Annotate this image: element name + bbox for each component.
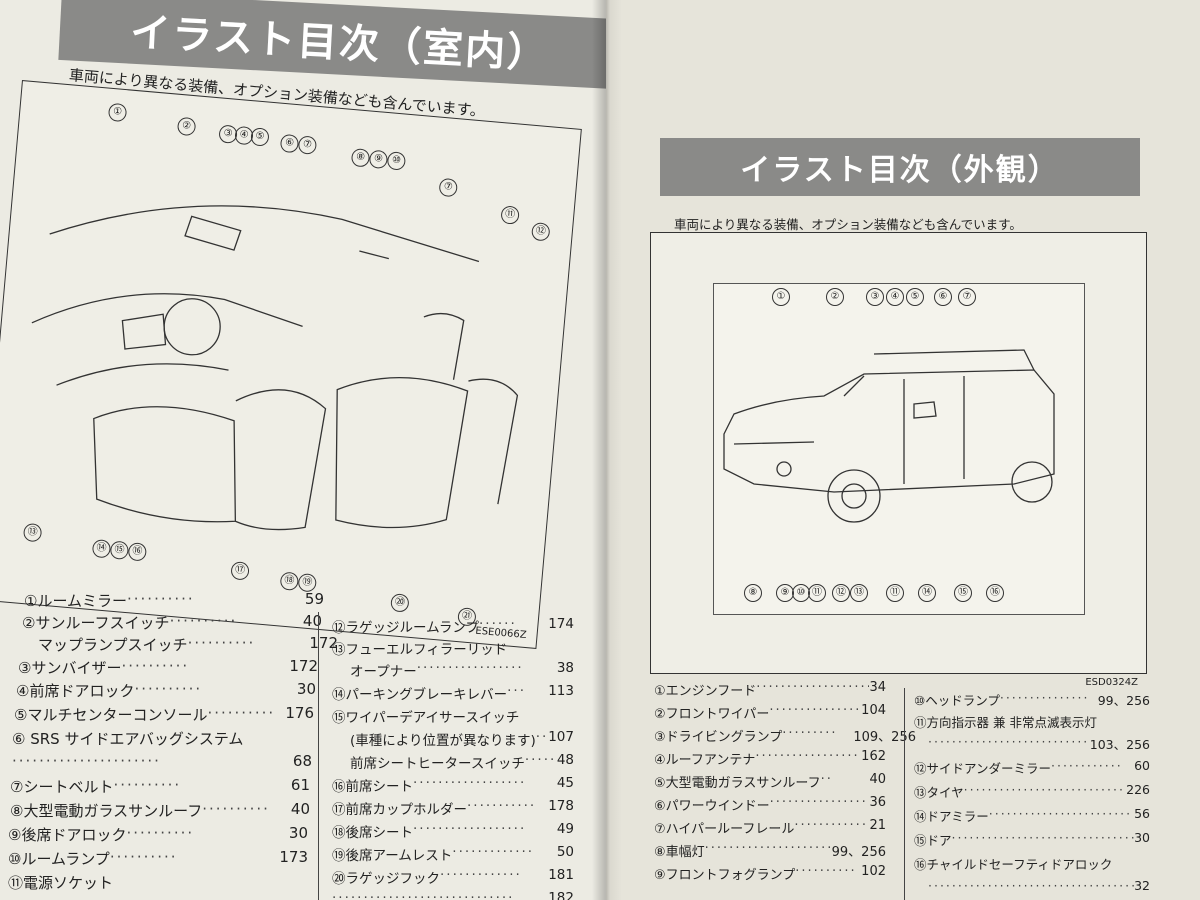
list-item: ⑰前席カップホルダー···········178 — [332, 798, 574, 818]
list-item: ⑩ヘッドランプ···············99、256 — [914, 690, 1150, 709]
callout-marker: ③ — [866, 288, 884, 306]
list-item: ⑭ドアミラー························56 — [914, 806, 1150, 825]
callout-marker: ⑬ — [850, 584, 868, 602]
list-item: ①ルームミラー··········59 — [24, 590, 324, 611]
list-item: ④ルーフアンテナ······················162 — [654, 749, 886, 768]
list-item: ⑤マルチセンターコンソール··········176 — [14, 704, 314, 725]
list-item: ⑯前席シート··················45 — [332, 775, 574, 795]
callout-marker: ① — [772, 288, 790, 306]
callout-marker: ④ — [886, 288, 904, 306]
exterior-illustration — [714, 284, 1084, 614]
equipment-note-right: 車両により異なる装備、オプション装備なども含んでいます。 — [674, 214, 1022, 233]
list-item: ⑦ハイパールーフレール············21 — [654, 818, 886, 837]
list-item: ②フロントワイパー······················104 — [654, 703, 886, 722]
list-item: ⑩ルームランプ··········173 — [8, 848, 308, 869]
page-title-exterior: イラスト目次（外観） — [660, 138, 1140, 196]
interior-illustration — [0, 81, 581, 628]
callout-marker: ⑦ — [958, 288, 976, 306]
list-item: ⑪方向指示器 兼 非常点滅表示灯 — [914, 712, 1150, 731]
list-item: ⑧車幅灯·························99、256 — [654, 841, 886, 860]
column-divider — [318, 612, 319, 900]
list-item: ····································32 — [928, 878, 1150, 893]
book-gutter-shadow — [592, 0, 622, 900]
right-page: イラスト目次（外観） 車両により異なる装備、オプション装備なども含んでいます。 — [606, 0, 1200, 900]
callout-marker: ⑯ — [986, 584, 1004, 602]
list-item: ······················68 — [12, 752, 312, 770]
list-item: ⑳ラゲッジフック·············181 — [332, 867, 574, 887]
list-item: ③ドライビングランプ·········109、256 — [654, 726, 916, 745]
list-item: ⑲後席アームレスト·············50 — [332, 844, 574, 864]
callout-marker: ⑧ — [744, 584, 762, 602]
list-item: ·······························103、256 — [928, 734, 1150, 753]
callout-marker: ⑭ — [918, 584, 936, 602]
list-item: ③サンバイザー··········172 — [18, 657, 318, 678]
list-item: ⑫サイドアンダーミラー············60 — [914, 758, 1150, 777]
callout-marker: ⑫ — [832, 584, 850, 602]
list-item: ⑮ワイパーデアイサースイッチ — [332, 706, 574, 726]
list-item: ⑪電源ソケット — [8, 872, 308, 893]
list-item: ⑦シートベルト··········61 — [10, 776, 310, 797]
illustration-code-right: ESD0324Z — [1085, 677, 1138, 688]
list-item: ⑬タイヤ······························226 — [914, 782, 1150, 801]
list-item: (車種により位置が異なります)··107 — [350, 729, 574, 749]
exterior-illustration-box: ① ② ③ ④ ⑤ ⑥ ⑦ ⑧ ⑨ ⑩ ⑪ ⑫ ⑬ ⑪ ⑭ ⑮ ⑯ — [713, 283, 1085, 615]
exterior-illustration-frame: ① ② ③ ④ ⑤ ⑥ ⑦ ⑧ ⑨ ⑩ ⑪ ⑫ ⑬ ⑪ ⑭ ⑮ ⑯ ESD032… — [650, 232, 1147, 674]
callout-marker: ⑥ — [934, 288, 952, 306]
callout-marker: ⑮ — [954, 584, 972, 602]
column-divider — [904, 688, 905, 900]
callout-marker: ⑪ — [808, 584, 826, 602]
list-item: ⑫ラゲッジルームランプ······174 — [332, 616, 574, 636]
interior-illustration-frame: ① ② ③ ④ ⑤ ⑥ ⑦ ⑧ ⑨ ⑩ ⑦ ⑪ ⑫ ⑬ ⑭ ⑮ ⑯ ⑰ ⑱ ⑲ … — [0, 80, 582, 649]
list-item: ·····························182 — [332, 890, 574, 900]
list-item: ⑯チャイルドセーフティドアロック — [914, 854, 1150, 873]
callout-marker: ⑤ — [906, 288, 924, 306]
list-item: オープナー·················38 — [350, 660, 574, 680]
callout-marker: ② — [826, 288, 844, 306]
list-item: ⑬フューエルフィラーリッド — [332, 638, 574, 658]
left-page: イラスト目次（室内） 車両により異なる装備、オプション装備なども含んでいます。 … — [0, 0, 608, 900]
list-item: ⑱後席シート··················49 — [332, 821, 574, 841]
list-item: ⑥パワーウインドー·················36 — [654, 795, 886, 814]
list-item: ②サンルーフスイッチ··········40 — [22, 612, 322, 633]
list-item: ⑭パーキングブレーキレバー···113 — [332, 683, 574, 703]
list-item: ④前席ドアロック··········30 — [16, 680, 316, 701]
list-item: マップランプスイッチ··········172 — [38, 634, 338, 655]
list-item: ⑧大型電動ガラスサンルーフ··········40 — [10, 800, 310, 821]
list-item: ①エンジンフード·······················34 — [654, 680, 886, 699]
list-item: ⑮ドア·································30 — [914, 830, 1150, 849]
callout-marker: ⑪ — [886, 584, 904, 602]
list-item: ⑨フロントフォグランプ··········102 — [654, 864, 886, 883]
list-item: ⑥ SRS サイドエアバッグシステム — [12, 728, 312, 749]
list-item: ⑨後席ドアロック··········30 — [8, 824, 308, 845]
list-item: ⑤大型電動ガラスサンルーフ··40 — [654, 772, 886, 791]
list-item: 前席シートヒータースイッチ······48 — [350, 752, 574, 772]
